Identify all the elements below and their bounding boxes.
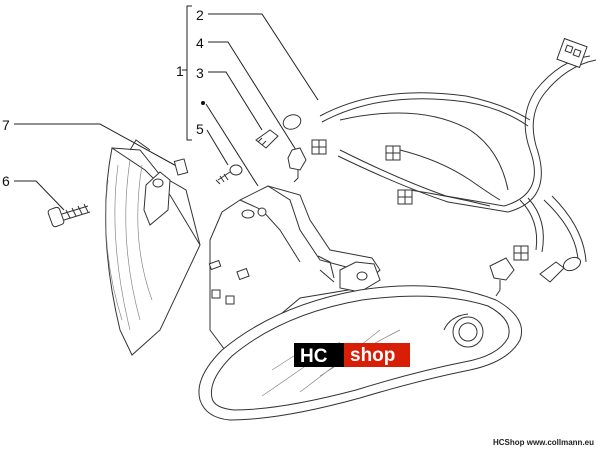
leader-dot <box>205 103 259 187</box>
callout-1: 1 <box>176 63 184 79</box>
watermark-shop: shop <box>350 345 395 366</box>
callout-3: 3 <box>196 65 204 81</box>
leader-4 <box>208 41 297 151</box>
watermark-hc: HC <box>300 346 328 367</box>
leader-7 <box>14 123 181 169</box>
clip-7 <box>173 158 189 176</box>
bulb-4 <box>287 147 307 183</box>
hcshop-watermark: HC shop <box>294 343 410 367</box>
watermark-shop-bg <box>344 343 410 367</box>
screw-5 <box>215 164 243 185</box>
leader-3 <box>208 71 263 131</box>
footer-credit: HCShop www.collmann.eu <box>493 438 594 447</box>
bracket-1 <box>182 5 192 141</box>
rear-cover <box>105 139 201 356</box>
headlamp-body <box>208 185 381 373</box>
callout-2: 2 <box>196 7 204 23</box>
leader-2 <box>208 13 319 101</box>
bulb-3 <box>255 129 279 149</box>
callout-4: 4 <box>196 35 204 51</box>
bulb-small-right <box>539 256 582 283</box>
callout-7: 7 <box>2 117 10 133</box>
callout-6: 6 <box>2 173 10 189</box>
callout-5: 5 <box>196 121 204 137</box>
screw-6 <box>47 203 91 228</box>
leader-6 <box>14 180 65 211</box>
wiring-harness <box>282 37 597 263</box>
leader-5 <box>206 129 229 166</box>
bullet-dot <box>201 101 205 105</box>
callout-group: 1 2 4 3 5 7 6 <box>2 5 319 211</box>
bulb-right <box>489 257 515 297</box>
watermark-hc-bg <box>294 343 344 367</box>
